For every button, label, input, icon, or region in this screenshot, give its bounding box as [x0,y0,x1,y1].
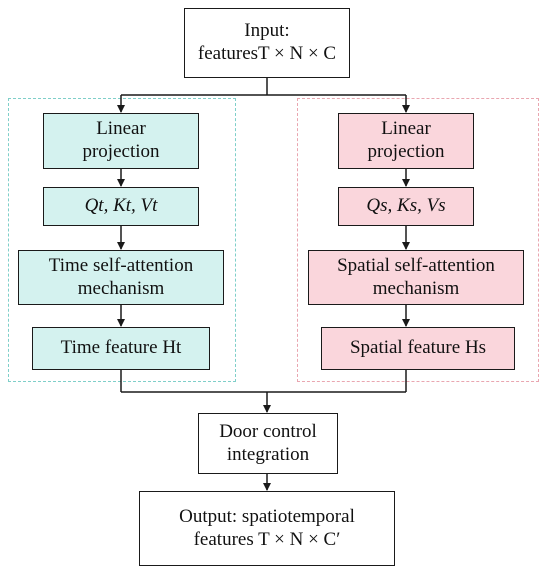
spatial-self-attention-box: Spatial self-attention mechanism [308,250,524,305]
gate-line2: integration [226,443,310,465]
spatial-linear-projection-box: Linear projection [338,113,474,169]
output-line1: Output: spatiotemporal [179,505,355,527]
spatial-attn-line1: Spatial self-attention [337,254,495,276]
spatial-qkv-box: Qs, Ks, Vs [338,187,474,226]
output-box: Output: spatiotemporal features T × N × … [139,491,395,566]
time-attn-line2: mechanism [77,277,165,299]
time-branch-group [8,98,236,382]
time-attn-line1: Time self-attention [48,254,194,276]
spatial-qkv-label: Qs, Ks, Vs [366,195,446,217]
gate-line1: Door control [219,420,317,442]
time-qkv-label: Qt, Kt, Vt [84,195,158,217]
spatial-feature-box: Spatial feature Hs [321,327,515,370]
spatial-feature-label: Spatial feature Hs [349,337,487,359]
time-linear-line2: projection [82,141,160,162]
time-feature-box: Time feature Ht [32,327,210,370]
spatial-linear-line2: projection [367,141,445,162]
time-self-attention-box: Time self-attention mechanism [18,250,224,305]
time-qkv-box: Qt, Kt, Vt [43,187,199,226]
time-linear-projection-box: Linear projection [43,113,199,169]
time-feature-label: Time feature Ht [60,337,182,359]
spatial-branch-group [297,98,539,382]
door-control-integration-box: Door control integration [198,413,338,474]
input-dimensions: featuresT × N × C [197,43,337,64]
output-line2: features T × N × C′ [193,528,341,550]
time-linear-line1: Linear [96,118,146,140]
spatial-linear-line1: Linear [381,118,431,140]
input-box: Input: featuresT × N × C [184,8,350,78]
spatial-attn-line2: mechanism [372,277,460,299]
input-label: Input: [244,20,290,42]
